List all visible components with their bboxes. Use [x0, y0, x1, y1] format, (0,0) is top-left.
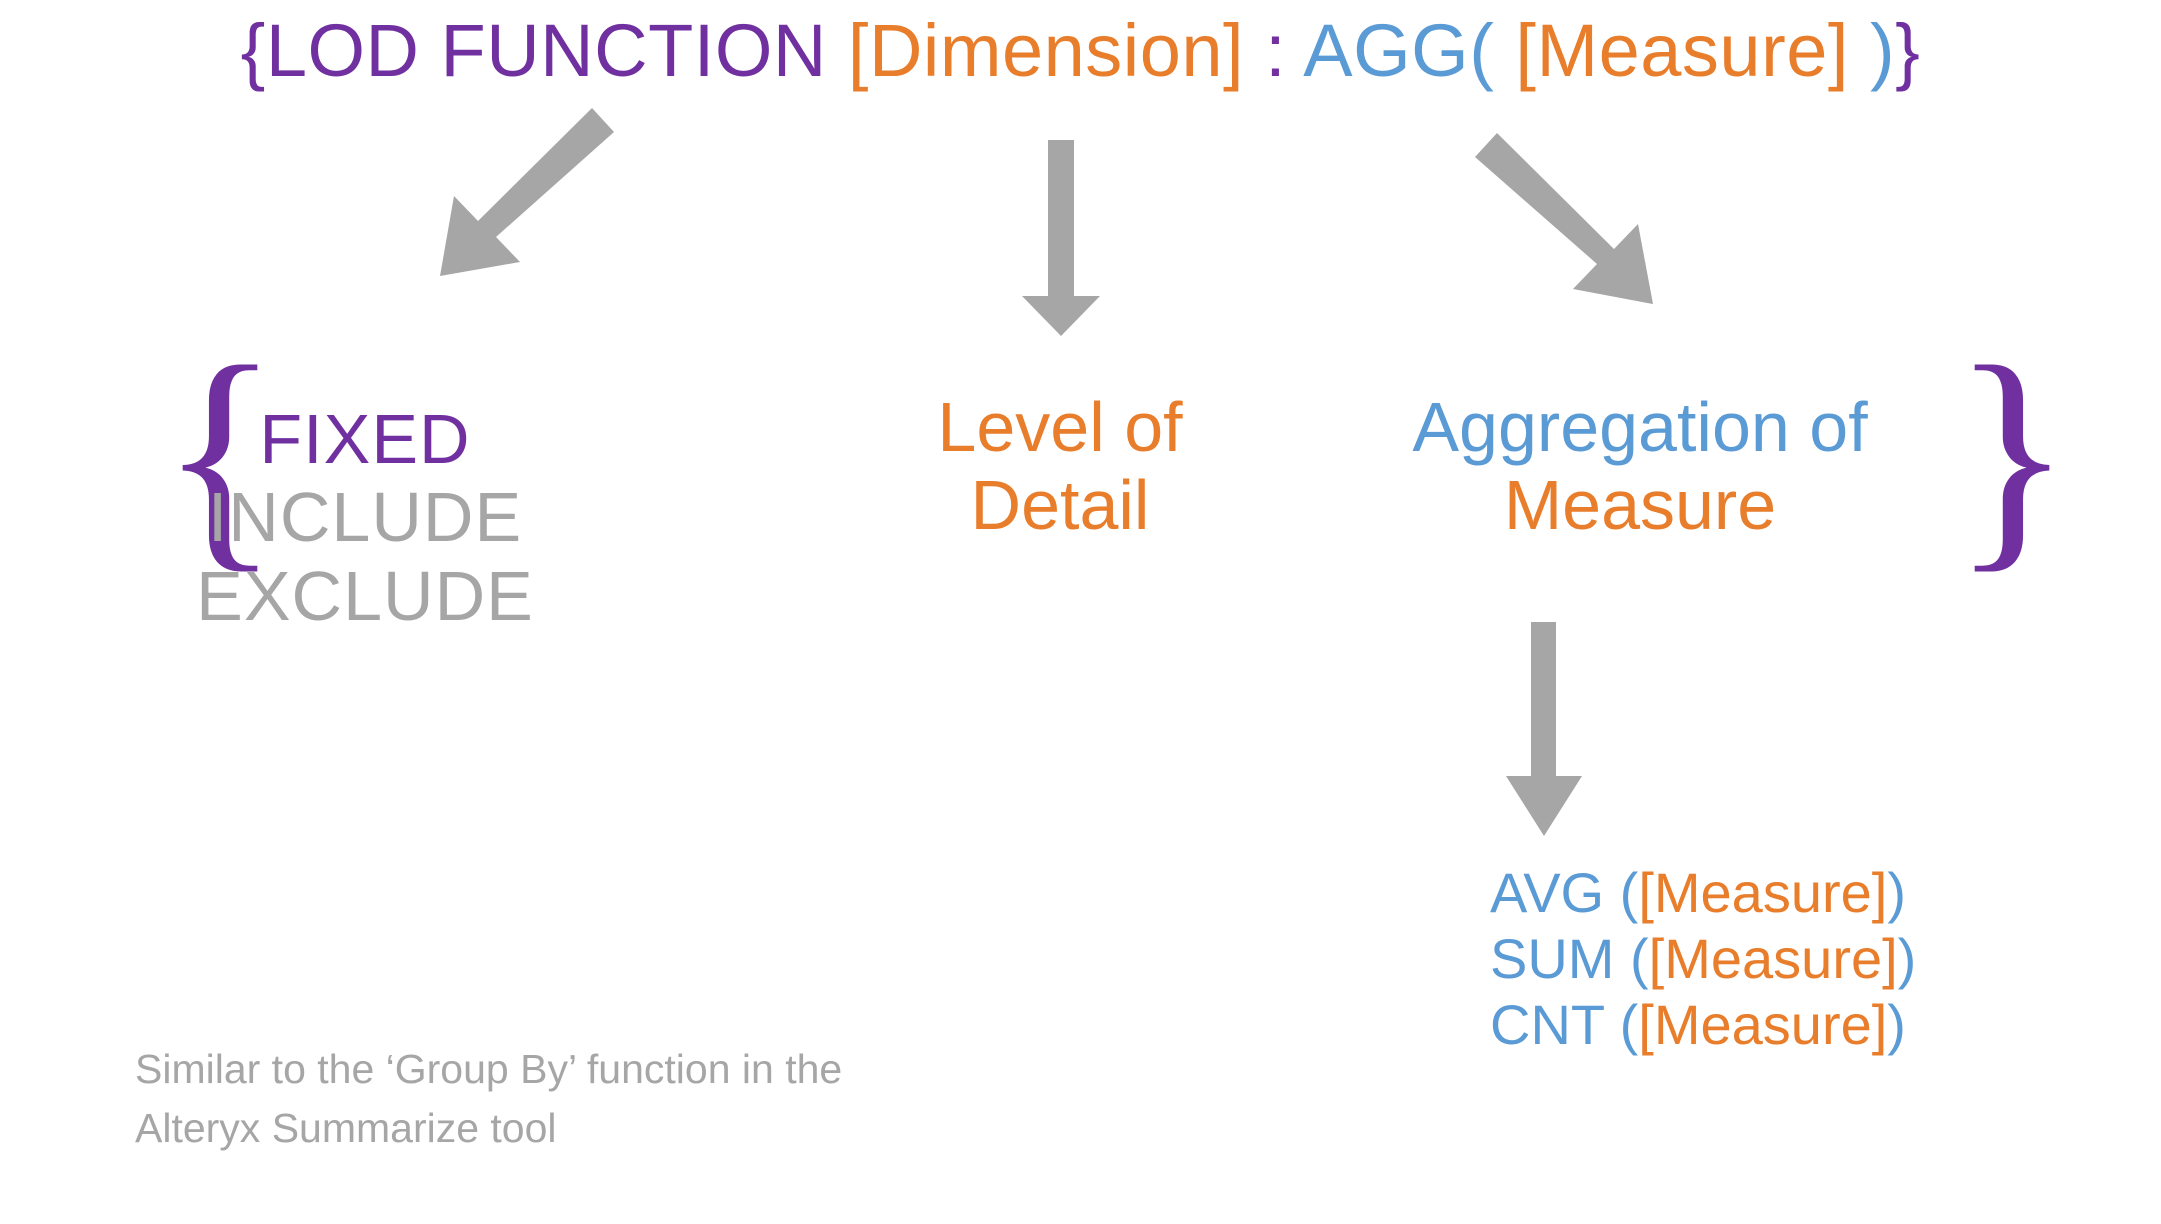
agg-open-paren-sum: ( — [1614, 927, 1649, 991]
agg-close-paren-sum: ) — [1897, 927, 1917, 991]
arrow-lod-function-shape — [440, 108, 614, 276]
aggregation-list-item-sum[interactable]: SUM ([Measure]) — [1490, 926, 1916, 992]
aggregation-meaning-line-2: Measure — [1503, 466, 1777, 545]
lod-option-exclude[interactable]: EXCLUDE — [196, 556, 534, 635]
arrow-aggregation-shape — [1475, 133, 1653, 304]
agg-open-paren-avg: ( — [1604, 861, 1639, 924]
aggregation-list-item-cnt[interactable]: CNT ([Measure]) — [1490, 992, 1916, 1058]
agg-open-paren-cnt: ( — [1604, 993, 1639, 1057]
dimension-meaning-line-2: Detail — [970, 466, 1150, 545]
footnote-line-1: Similar to the ‘Group By’ function in th… — [135, 1046, 843, 1092]
aggregation-function-list: AVG ([Measure]) SUM ([Measure]) CNT ([Me… — [1490, 860, 1916, 1058]
agg-func-sum: SUM — [1490, 927, 1615, 991]
aggregation-meaning: Aggregation of Measure — [1330, 388, 1950, 545]
formula-measure: [Measure] — [1515, 9, 1849, 92]
agg-arg-cnt: [Measure] — [1638, 993, 1888, 1057]
formula-space-3 — [1849, 9, 1870, 92]
dimension-meaning-line-1: Level of — [937, 388, 1183, 466]
formula-colon: : — [1244, 9, 1304, 92]
lod-option-include[interactable]: INCLUDE — [207, 478, 523, 557]
formula-open-brace: { — [240, 9, 266, 92]
dimension-meaning: Level of Detail — [865, 388, 1255, 545]
agg-func-avg: AVG — [1490, 861, 1605, 924]
lod-function-options: FIXED INCLUDE EXCLUDE — [150, 400, 580, 635]
footnote-line-2: Alteryx Summarize tool — [135, 1105, 557, 1152]
formula-title: {LOD FUNCTION [Dimension] : AGG( [Measur… — [0, 12, 2161, 90]
formula-close-brace: } — [1895, 9, 1921, 92]
footnote: Similar to the ‘Group By’ function in th… — [135, 1040, 1085, 1159]
arrow-dimension-shape — [1022, 140, 1100, 336]
aggregation-list-item-avg[interactable]: AVG ([Measure]) — [1490, 860, 1916, 926]
agg-close-paren-cnt: ) — [1887, 993, 1906, 1057]
formula-lod-function: LOD FUNCTION — [265, 9, 827, 92]
formula-agg-close: ) — [1870, 9, 1896, 92]
grouping-brace-open: { — [160, 316, 280, 593]
grouping-brace-close: } — [1952, 316, 2072, 593]
agg-func-cnt: CNT — [1490, 993, 1605, 1057]
aggregation-meaning-line-1: Aggregation of — [1412, 388, 1868, 466]
formula-agg-open: AGG( — [1303, 9, 1495, 92]
agg-arg-avg: [Measure] — [1638, 861, 1888, 924]
formula-space-1 — [827, 9, 848, 92]
arrow-measure-list-shape — [1506, 622, 1582, 836]
formula-space-2 — [1494, 9, 1515, 92]
agg-close-paren-avg: ) — [1887, 861, 1906, 924]
agg-arg-sum: [Measure] — [1648, 927, 1898, 991]
formula-dimension: [Dimension] — [847, 9, 1245, 92]
lod-option-fixed[interactable]: FIXED — [259, 400, 471, 478]
